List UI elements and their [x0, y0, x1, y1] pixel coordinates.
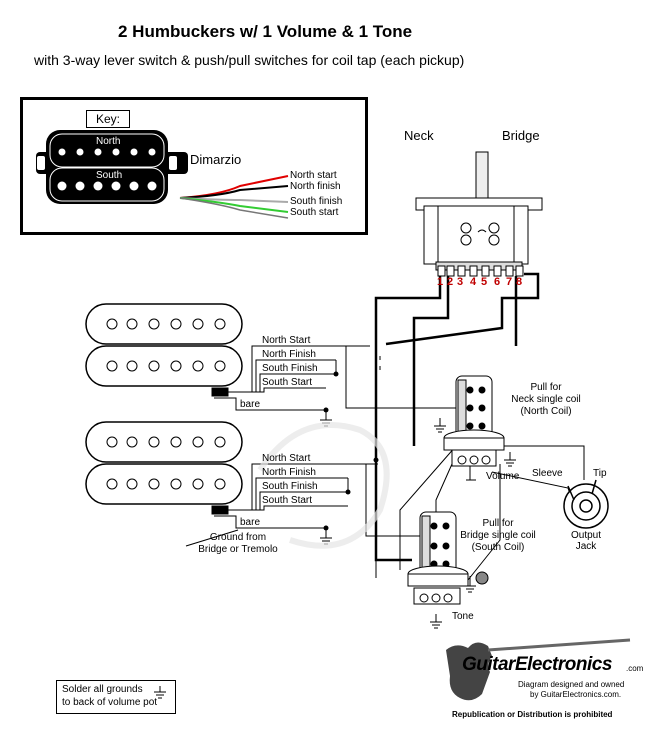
- tone-label: Tone: [452, 611, 474, 622]
- watermark: [257, 422, 390, 549]
- neck-wire-label: North Finish: [262, 349, 316, 360]
- bridge-wire-label: bare: [240, 517, 261, 528]
- ground-from-label: Bridge or Tremolo: [198, 544, 278, 555]
- bridge-wire-label: North Start: [262, 453, 311, 464]
- neck-pickup-wires: [211, 345, 370, 411]
- neck-wire-label: bare: [240, 399, 261, 410]
- key-title: Key:: [86, 110, 130, 128]
- logo-name: GuitarElectronics: [462, 654, 612, 675]
- switch-terminal-number: 1: [437, 276, 444, 288]
- neck-pushpull-pot: [443, 375, 505, 481]
- key-wire-label: South start: [290, 207, 339, 218]
- neck-pushpull-label: (North Coil): [520, 406, 572, 417]
- switch-terminal-number: 3: [457, 276, 464, 288]
- logo-credit: by GuitarElectronics.com.: [530, 690, 622, 699]
- key-wire-label: North start: [290, 170, 337, 181]
- bridge-wire-label: South Start: [262, 495, 313, 506]
- key-south-label: South: [96, 170, 123, 181]
- bridge-pushpull-label: Bridge single coil: [460, 530, 536, 541]
- solder-note-line: to back of volume pot: [62, 697, 158, 708]
- guitar-electronics-logo: [446, 638, 631, 701]
- switch-wires: [374, 272, 540, 562]
- ground-from-label: Ground from: [209, 532, 267, 543]
- neck-pushpull-label: Pull for: [530, 382, 562, 393]
- switch-terminal-number: 6: [494, 276, 501, 288]
- key-box: [20, 97, 368, 235]
- logo-credit: Diagram designed and owned: [518, 680, 625, 689]
- jack-tip-label: Tip: [593, 468, 607, 479]
- volume-label: Volume: [486, 471, 520, 482]
- key-humbucker: [36, 130, 289, 219]
- neck-pushpull-label: Neck single coil: [511, 394, 581, 405]
- switch-bridge-label: Bridge: [502, 128, 540, 143]
- bridge-pushpull-label: Pull for: [482, 518, 514, 529]
- bridge-humbucker: [85, 421, 243, 505]
- output-jack: [563, 479, 609, 529]
- key-wire-label: North finish: [290, 181, 341, 192]
- switch-neck-label: Neck: [404, 128, 434, 143]
- key-north-label: North: [96, 136, 121, 147]
- logo-suffix: .com: [626, 664, 644, 673]
- neck-humbucker: [85, 303, 243, 387]
- bridge-pushpull-pot: [407, 511, 489, 605]
- neck-wire-label: South Start: [262, 377, 313, 388]
- jack-label: Output: [570, 530, 602, 541]
- three-way-switch: [415, 151, 543, 277]
- diagram-title: 2 Humbuckers w/ 1 Volume & 1 Tone: [118, 22, 413, 41]
- switch-terminal-number: 4: [470, 276, 477, 288]
- ground-symbols: [320, 410, 516, 629]
- logo-notice: Republication or Distribution is prohibi…: [452, 710, 613, 719]
- neck-wire-label: North Start: [262, 335, 311, 346]
- key-brand-label: Dimarzio: [190, 152, 242, 167]
- bridge-pushpull-label: (South Coil): [471, 542, 525, 553]
- neck-wire-label: South Finish: [262, 363, 318, 374]
- bridge-wire-label: South Finish: [262, 481, 318, 492]
- switch-terminal-number: 8: [516, 276, 523, 288]
- bridge-wire-label: North Finish: [262, 467, 316, 478]
- key-wire-label: South finish: [290, 196, 343, 207]
- switch-terminal-number: 7: [506, 276, 513, 288]
- diagram-subtitle: with 3-way lever switch & push/pull swit…: [34, 52, 465, 68]
- jack-sleeve-label: Sleeve: [532, 468, 563, 479]
- switch-terminal-number: 2: [447, 276, 454, 288]
- jack-label: Jack: [575, 541, 597, 552]
- bridge-pickup-wires: [211, 463, 378, 529]
- solder-note-box: [56, 680, 176, 714]
- switch-terminal-number: 5: [481, 276, 488, 288]
- solder-note-line: Solder all grounds: [62, 684, 143, 695]
